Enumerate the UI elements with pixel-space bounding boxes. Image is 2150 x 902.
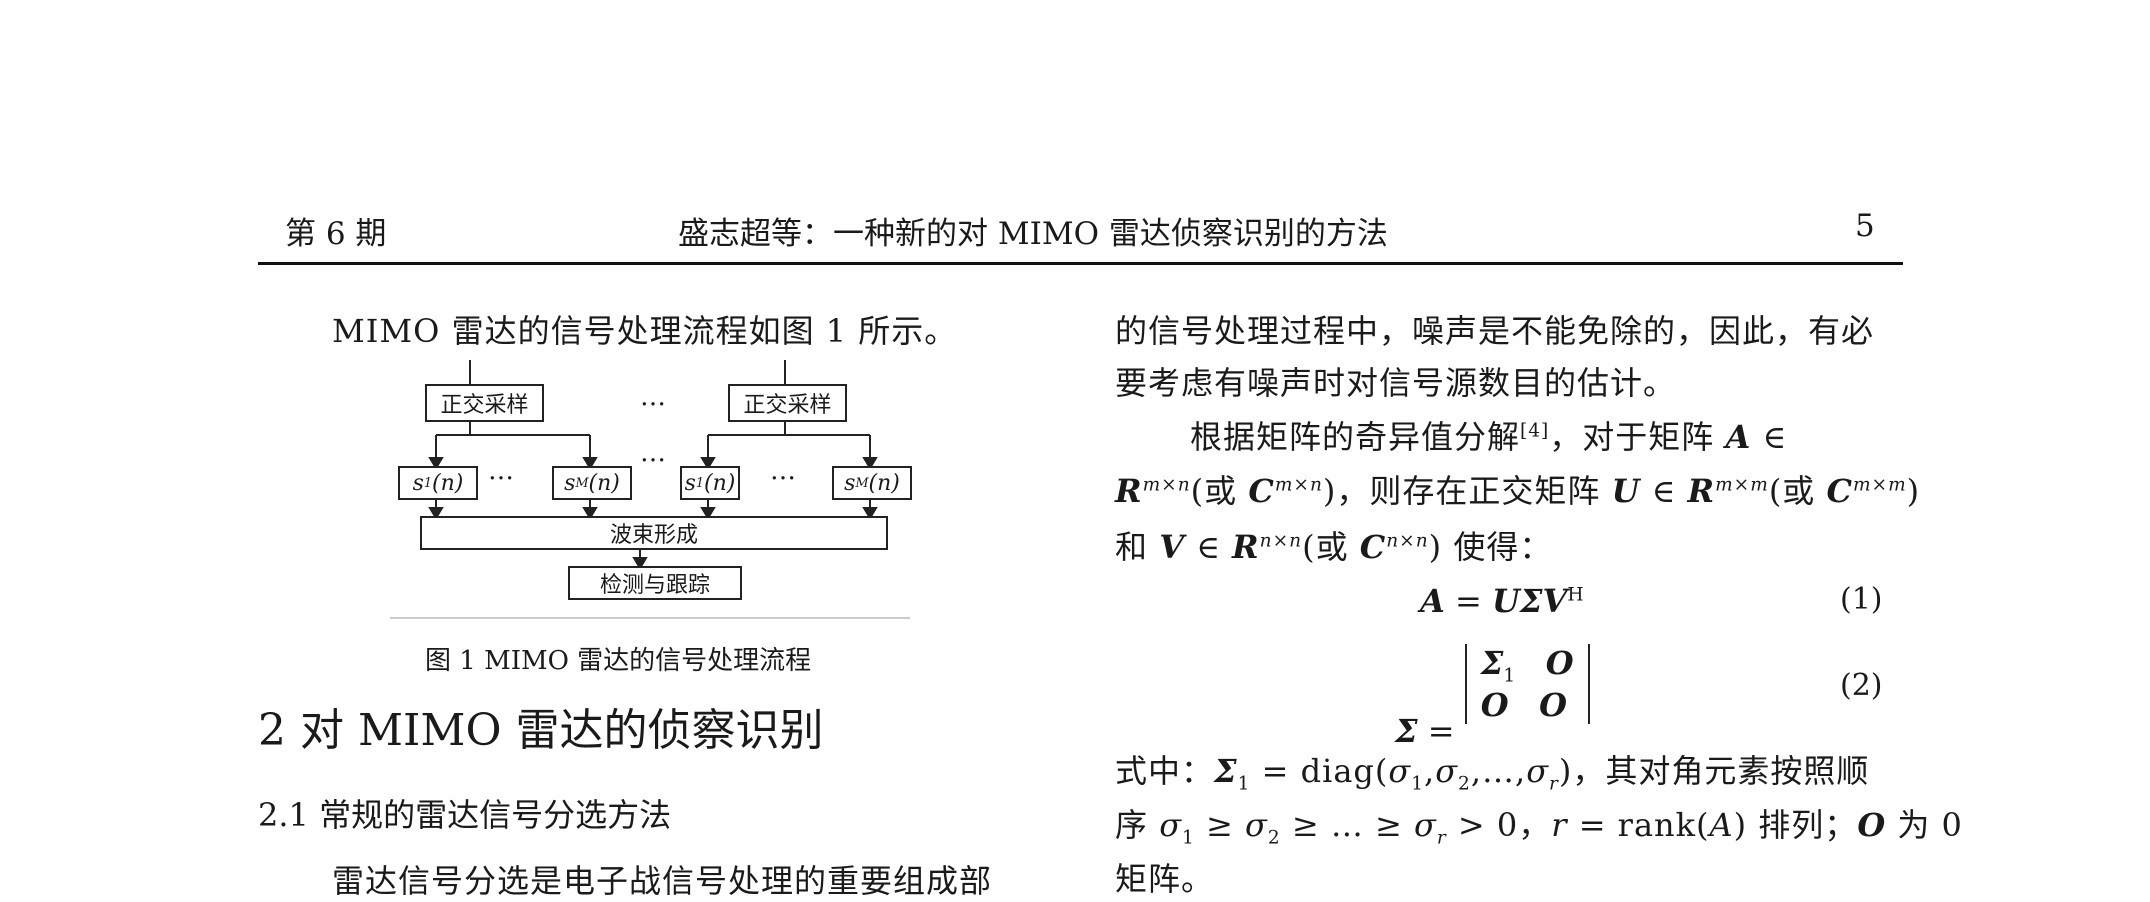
right-line-2: 要考虑有噪声时对信号源数目的估计。 (1115, 364, 1677, 402)
equation-1-label: (1) (1840, 582, 1883, 617)
quadrature-sampling-box-2: 正交采样 (728, 384, 847, 422)
beamforming-box: 波束形成 (420, 516, 888, 550)
right-line-1: 的信号处理过程中，噪声是不能免除的，因此，有必 (1115, 312, 1875, 350)
svd-spaces-line: Rm×n(或 Cm×n)，则存在正交矩阵 U ∈ Rm×m(或 Cm×m) (1115, 472, 1921, 510)
paragraph-start: 雷达信号分选是电子战信号处理的重要组成部 (332, 862, 993, 900)
quadrature-sampling-box-1: 正交采样 (425, 384, 544, 422)
ellipsis-top: … (640, 382, 670, 412)
svd-v-line: 和 V ∈ Rn×n(或 Cn×n) 使得： (1115, 528, 1553, 566)
intro-sentence: MIMO 雷达的信号处理流程如图 1 所示。 (332, 312, 958, 350)
equation-1: A = UΣVH (1420, 582, 1584, 620)
where-line: 式中：Σ1 = diag(σ1,σ2,…,σr)，其对角元素按照顺 (1115, 752, 1870, 795)
svd-sentence-line: 根据矩阵的奇异值分解[4]，对于矩阵 A ∈ (1190, 418, 1788, 456)
ellipsis-right: … (770, 456, 800, 486)
equation-2: Σ = Σ1 O O O (1395, 644, 1590, 750)
subsection-title: 2.1 常规的雷达信号分选方法 (258, 796, 672, 834)
running-title: 盛志超等：一种新的对 MIMO 雷达侦察识别的方法 (678, 216, 1388, 252)
flow-arrows (390, 360, 910, 619)
detection-tracking-box: 检测与跟踪 (568, 566, 742, 600)
equation-2-label: (2) (1840, 668, 1883, 703)
ellipsis-middle: … (640, 438, 670, 468)
section-title: 2 对 MIMO 雷达的侦察识别 (258, 705, 824, 756)
order-line: 序 σ1 ≥ σ2 ≥ … ≥ σr > 0，r = rank(A) 排列；O … (1115, 806, 1963, 849)
last-line: 矩阵。 (1115, 860, 1215, 898)
header-rule (258, 262, 1903, 265)
issue-number: 第 6 期 (285, 216, 387, 252)
page-number: 5 (1855, 208, 1875, 244)
figure-caption: 图 1 MIMO 雷达的信号处理流程 (425, 646, 812, 676)
ellipsis-left: … (488, 456, 518, 486)
